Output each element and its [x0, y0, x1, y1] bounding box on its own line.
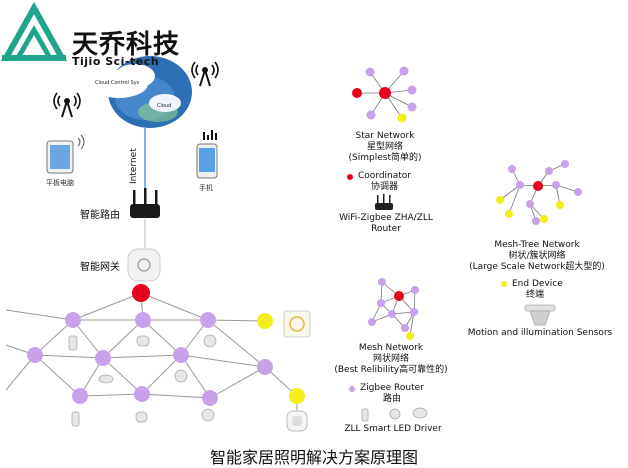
gateway-icon [127, 248, 161, 282]
mesh-network-subtitle: (Best Relibility高可靠性的) [334, 365, 448, 375]
router-node [135, 312, 151, 328]
end-device-legend-en: End Device [512, 279, 563, 289]
sensor-icon [283, 310, 311, 338]
coordinator-legend-cn: 协调器 [371, 182, 399, 192]
coordinator-legend-en: Coordinator [358, 171, 412, 181]
router-node [257, 359, 273, 375]
logo-icon [0, 1, 68, 61]
router-label: 智能路由 [80, 210, 120, 221]
coordinator-legend-dot [347, 174, 353, 180]
router-legend-dot [349, 386, 355, 392]
mesh-tree-device-label: Motion and illumination Sensors [467, 328, 613, 338]
end-device-node [289, 388, 305, 404]
star-network-nodes [352, 66, 417, 123]
router-legend-en: Zigbee Router [360, 383, 424, 393]
led-driver-icon [361, 407, 428, 422]
internet-label: Internet [129, 148, 139, 184]
brand-name: 天乔科技 [72, 30, 181, 60]
mesh-tree-nodes [496, 160, 582, 225]
figure-caption: 智能家居照明解决方案原理图 [209, 448, 419, 467]
mesh-network-title-cn: 网状网络 [372, 354, 410, 364]
mesh-network-title-en: Mesh Network [358, 343, 424, 353]
phone-label: 手机 [199, 184, 213, 192]
router-node [200, 312, 216, 328]
star-network-title-cn: 星型网络 [366, 142, 404, 152]
end-device-node [257, 313, 273, 329]
star-device-label-1: WiFi-Zigbee ZHA/ZLL [339, 213, 433, 223]
gateway-label: 智能网关 [80, 262, 120, 273]
cloud-label-1: Cloud Control Sys [95, 80, 140, 86]
coordinator-node [132, 284, 150, 302]
lamp-icon [68, 334, 217, 427]
router-icon [375, 194, 393, 210]
star-network-title-en: Star Network [355, 131, 415, 141]
router-icon [130, 188, 160, 218]
router-node [72, 388, 88, 404]
end-device-legend-cn: 终端 [526, 290, 545, 300]
left-mesh-links [5, 292, 298, 399]
phone-icon [196, 130, 218, 179]
router-node [134, 386, 150, 402]
router-node [202, 390, 218, 406]
mesh-tree-subtitle: (Large Scale Network超大型的) [469, 262, 605, 272]
antenna-icon [53, 92, 81, 118]
router-node [65, 312, 81, 328]
brand-subtitle: Tijio Sci-tech [72, 55, 160, 68]
mesh-network-nodes [368, 278, 419, 340]
antenna-icon [191, 61, 219, 87]
cloud-icon [86, 64, 181, 112]
cloud-label-2: Cloud [157, 103, 172, 109]
router-legend-cn: 路由 [383, 394, 402, 404]
left-mesh-nodes [27, 284, 273, 406]
star-network-subtitle: (Simplest简单的) [348, 153, 422, 163]
sensor-icon [286, 410, 308, 432]
mesh-tree-title-cn: 树状/簇状网络 [508, 251, 566, 261]
tablet-label: 平板电脑 [46, 179, 74, 187]
router-node [95, 350, 111, 366]
star-device-label-2: Router [371, 224, 401, 234]
end-device-legend-dot [501, 281, 507, 287]
mesh-device-label: ZLL Smart LED Driver [344, 424, 442, 434]
mesh-tree-title-en: Mesh-Tree Network [494, 240, 580, 250]
tablet-icon [46, 134, 85, 174]
sensor-icon [524, 304, 556, 326]
router-node [27, 347, 43, 363]
router-node [173, 347, 189, 363]
